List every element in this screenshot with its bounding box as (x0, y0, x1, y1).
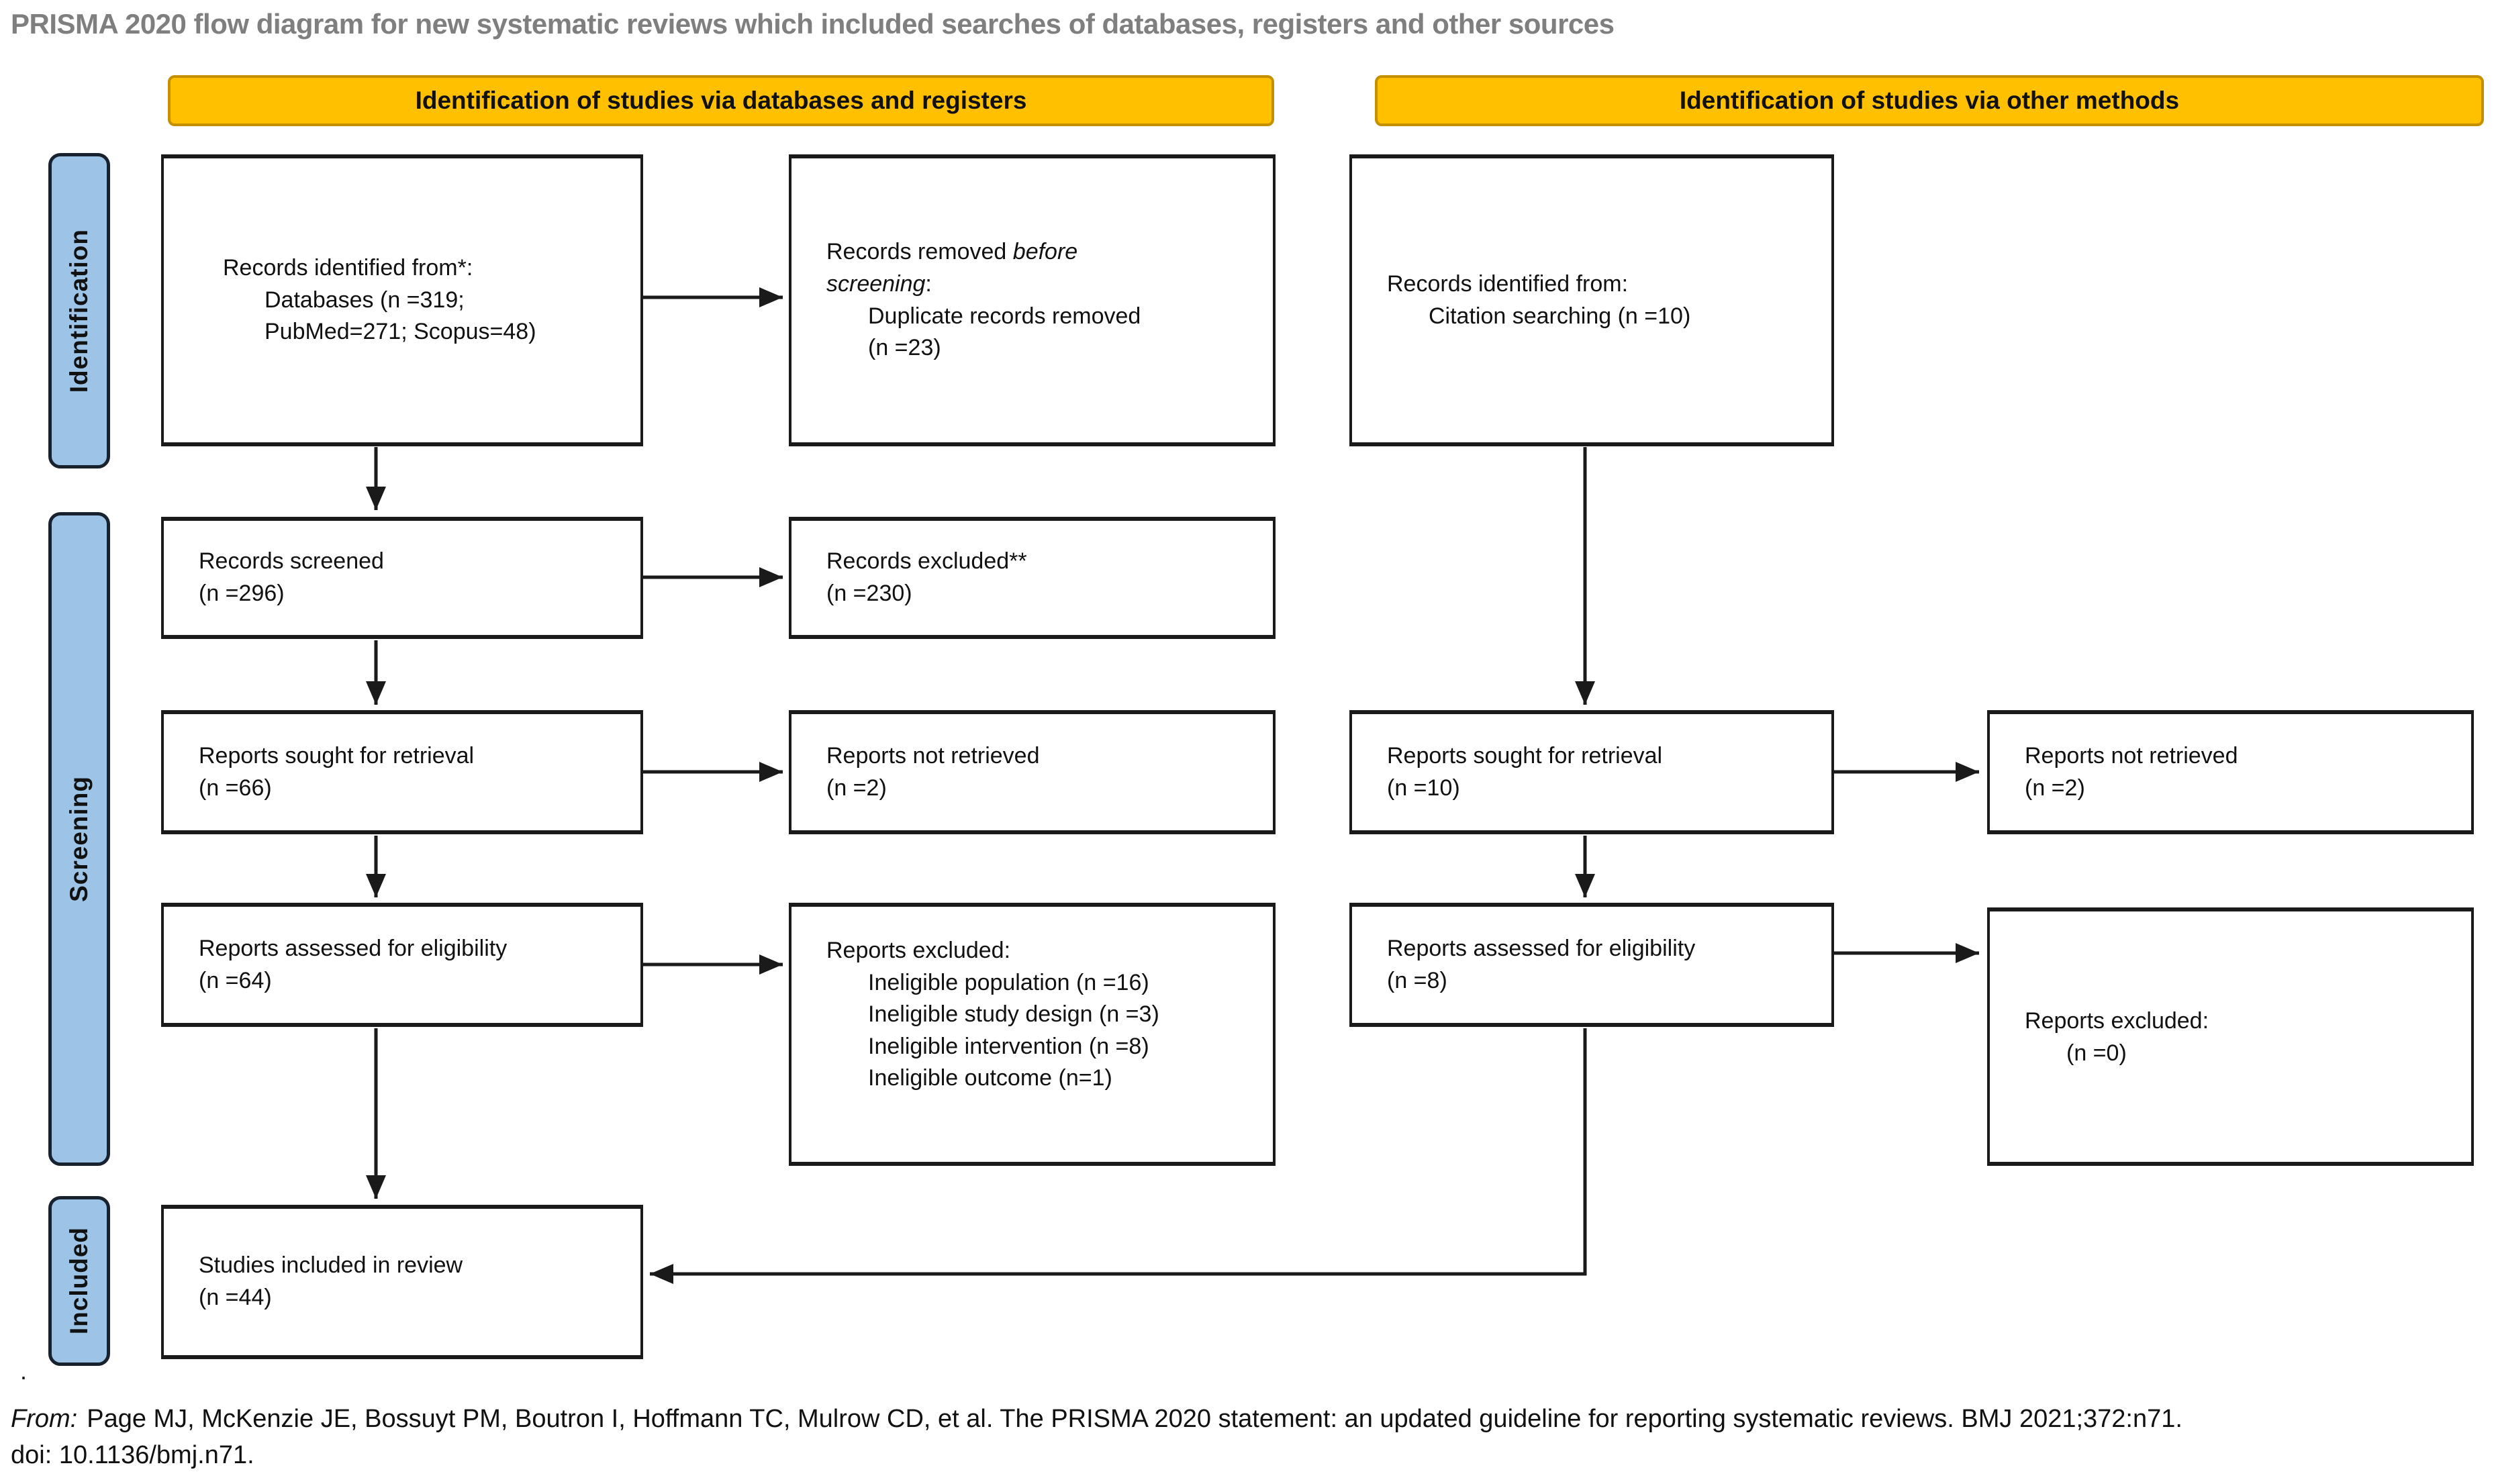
box-records-identified-other: Records identified from: Citation searchi… (1349, 154, 1834, 446)
box-line: Ineligible outcome (n=1) (868, 1065, 1112, 1091)
box-line: Reports assessed for eligibility (199, 935, 508, 961)
box-reports-assessed-databases: Reports assessed for eligibility (n =64) (161, 903, 643, 1027)
box-line: Reports sought for retrieval (1387, 742, 1663, 769)
box-line: Databases (n =319; (265, 287, 465, 313)
box-records-removed-before-screening: Records removed before screening: Duplicat… (789, 154, 1276, 446)
box-line: screening: (826, 270, 932, 297)
header-other-methods: Identification of studies via other meth… (1375, 75, 2484, 126)
stage-bar-identification: Identification (48, 153, 110, 468)
box-line: Duplicate records removed (868, 303, 1141, 329)
box-records-identified-databases: Records identified from*: Databases (n =3… (161, 154, 643, 446)
stage-label-identification: Identification (65, 228, 93, 393)
box-line: (n =0) (2066, 1040, 2127, 1066)
stage-bar-included: Included (48, 1196, 110, 1366)
box-reports-sought-other: Reports sought for retrieval (n =10) (1349, 710, 1834, 834)
box-reports-not-retrieved-databases: Reports not retrieved (n =2) (789, 710, 1276, 834)
box-reports-excluded-reasons: Reports excluded: Ineligible population (… (789, 903, 1276, 1166)
box-line: Ineligible population (n =16) (868, 969, 1149, 995)
box-line: Reports not retrieved (826, 742, 1040, 769)
citation-line1: Page MJ, McKenzie JE, Bossuyt PM, Boutro… (87, 1405, 2182, 1433)
box-line: Reports excluded: (826, 938, 1011, 963)
box-line: (n =64) (199, 967, 272, 993)
stage-label-included: Included (65, 1227, 93, 1335)
box-line: Records screened (199, 548, 384, 575)
box-line: (n =44) (199, 1285, 272, 1310)
box-line: Ineligible intervention (n =8) (868, 1033, 1149, 1059)
box-line: (n =8) (1387, 967, 1447, 993)
page-title: PRISMA 2020 flow diagram for new systema… (11, 8, 1615, 40)
box-line: Records removed before (826, 239, 1078, 265)
footnote-dot: . (20, 1357, 28, 1385)
box-line: Reports excluded: (2025, 1008, 2209, 1034)
box-line: PubMed=271; Scopus=48) (265, 319, 536, 345)
box-reports-sought-databases: Reports sought for retrieval (n =66) (161, 710, 643, 834)
box-line: Citation searching (n =10) (1429, 303, 1691, 329)
box-line: Studies included in review (199, 1252, 463, 1279)
box-line: (n =2) (2025, 775, 2085, 801)
box-line: (n =296) (199, 581, 285, 606)
box-line: Reports sought for retrieval (199, 742, 475, 769)
citation: From: Page MJ, McKenzie JE, Bossuyt PM, B… (11, 1401, 2491, 1474)
box-line: (n =230) (826, 581, 912, 606)
box-line: Reports not retrieved (2025, 742, 2238, 769)
stage-bar-screening: Screening (48, 512, 110, 1166)
box-records-excluded: Records excluded** (n =230) (789, 517, 1276, 639)
box-line: (n =23) (868, 335, 941, 361)
box-line: Records excluded** (826, 548, 1027, 575)
box-records-screened: Records screened (n =296) (161, 517, 643, 639)
stage-label-screening: Screening (65, 776, 93, 902)
box-line: Ineligible study design (n =3) (868, 1001, 1159, 1028)
box-studies-included: Studies included in review (n =44) (161, 1205, 643, 1359)
box-reports-excluded-other: Reports excluded: (n =0) (1987, 907, 2474, 1166)
box-reports-assessed-other: Reports assessed for eligibility (n =8) (1349, 903, 1834, 1027)
citation-line2: doi: 10.1136/bmj.n71. (11, 1440, 254, 1469)
citation-from-label: From: (11, 1405, 78, 1433)
header-databases-registers: Identification of studies via databases … (168, 75, 1274, 126)
box-line: (n =2) (826, 775, 887, 801)
box-line: Records identified from: (1387, 270, 1629, 297)
box-reports-not-retrieved-other: Reports not retrieved (n =2) (1987, 710, 2474, 834)
box-line: Reports assessed for eligibility (1387, 935, 1696, 961)
box-line: (n =66) (199, 775, 272, 801)
box-line: Records identified from*: (223, 255, 473, 281)
box-line: (n =10) (1387, 775, 1460, 801)
